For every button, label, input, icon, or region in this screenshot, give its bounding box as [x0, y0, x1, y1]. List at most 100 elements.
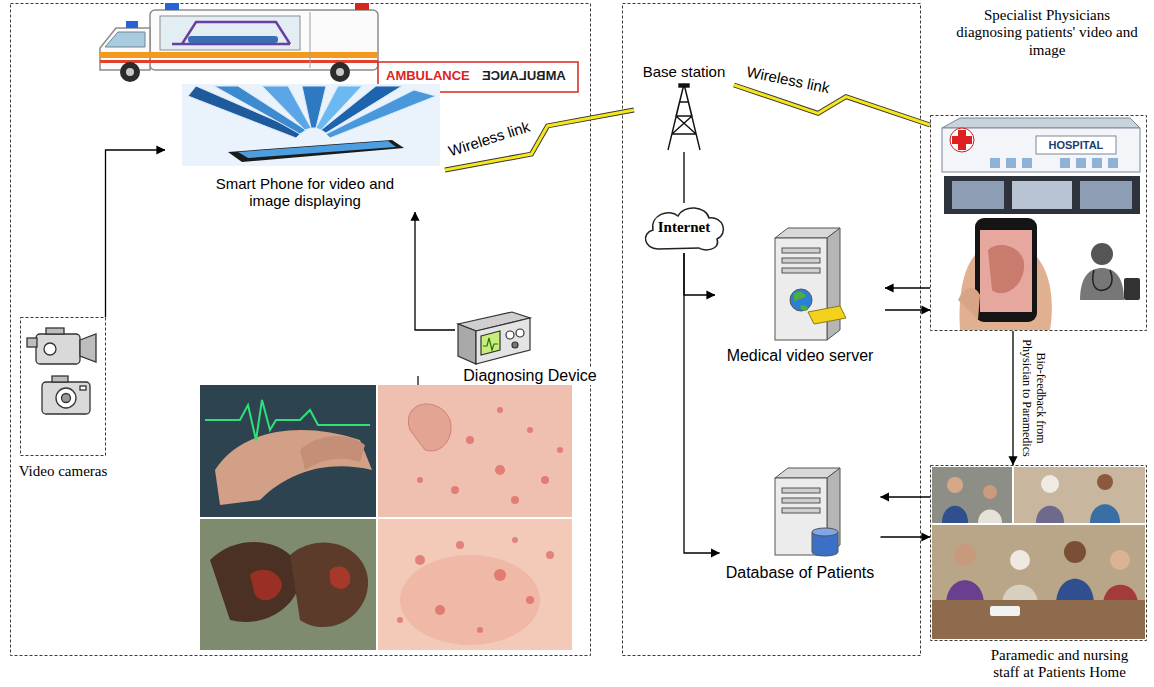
- photo-camera-icon: [42, 382, 90, 414]
- patient-photo: [215, 430, 372, 505]
- connector-line: [885, 309, 930, 310]
- ambulance-illustration: [100, 52, 378, 58]
- patient-photo: [397, 537, 554, 633]
- patient-photo: [210, 542, 300, 622]
- wireless-link-outline: [734, 85, 930, 125]
- ambulance-illustration: [188, 36, 278, 43]
- ambulance-illustration: [160, 16, 300, 50]
- node-label: Video cameras: [17, 463, 110, 480]
- ambulance-illustration: [355, 3, 369, 10]
- panel-frame: [11, 4, 1147, 656]
- node-label: Medical video server: [725, 347, 876, 365]
- home-care-photos: [954, 544, 976, 566]
- home-care-photos: [947, 477, 963, 493]
- phone-in-hand: [958, 288, 980, 320]
- ambulance-illustration: [100, 3, 578, 92]
- connector-arrow: [415, 212, 455, 330]
- video-camera-icon: [46, 328, 64, 334]
- home-care-photos: [978, 510, 1002, 524]
- photo-camera-icon: [80, 386, 86, 390]
- ambulance-illustration: [100, 60, 378, 63]
- photo-camera-icon: [52, 376, 68, 382]
- connector-line: [684, 253, 715, 295]
- home-care-photos: [1041, 475, 1059, 493]
- panel-frame: [931, 466, 1147, 641]
- patient-photo: [200, 385, 572, 650]
- hospital-illustration: [942, 118, 1140, 128]
- edge-label: Bio-feedback from Physician to Paramedic…: [1019, 331, 1047, 465]
- wireless-link: [734, 85, 930, 125]
- base-station-tower: [668, 84, 700, 150]
- patient-photo: [397, 617, 403, 623]
- node-label: Paramedic and nursing staff at Patients …: [975, 647, 1144, 682]
- edge-label: Wireless link: [445, 117, 534, 160]
- connector-arrow: [684, 253, 715, 295]
- patient-photo: [200, 385, 376, 517]
- home-care-photos: [932, 525, 1145, 639]
- server-icon: [775, 228, 846, 340]
- patient-photo: [541, 476, 549, 484]
- home-care-photos: [932, 600, 1145, 639]
- smartphone-node: Smart Phone for video and image displayi…: [165, 80, 445, 212]
- panel-frame: [931, 116, 1147, 331]
- photo-camera-icon: [42, 376, 90, 414]
- patient-photo: [497, 407, 503, 413]
- home-care-photos: [932, 467, 1145, 639]
- patient-photo: [512, 537, 518, 543]
- hospital-illustration: [1022, 158, 1032, 168]
- patient-photo: [378, 385, 572, 517]
- patient-photo: [330, 566, 350, 588]
- hospital-illustration: [1012, 181, 1072, 209]
- server-node: Medical video server: [715, 222, 885, 368]
- phone-in-hand: [958, 218, 1052, 330]
- server-icon: [782, 258, 820, 263]
- patient-photo: [526, 596, 534, 604]
- doctor-icon: [1080, 243, 1140, 300]
- ambulance-illustration: [330, 62, 350, 82]
- phone-in-hand: [988, 245, 1024, 293]
- video-camera-icon: [44, 343, 56, 355]
- internet-cloud: Internet: [640, 203, 728, 253]
- connector-arrow: [684, 253, 720, 553]
- smartphone-illustration: [238, 141, 396, 158]
- server-icon: [808, 306, 846, 324]
- video-camera-icon: [80, 334, 96, 362]
- server-icon: [775, 238, 827, 340]
- node-label: Diagnosing Device: [461, 367, 598, 385]
- edge-label: Wireless link: [743, 62, 833, 97]
- patient-photo: [435, 605, 445, 615]
- patient-photo: [546, 551, 554, 559]
- patient-photo: [477, 627, 483, 633]
- vehicle-lettering: AMBULANCE: [386, 69, 470, 84]
- server-icon: [827, 228, 840, 340]
- hospital-illustration: [1108, 158, 1118, 168]
- ambulance-illustration: [172, 22, 290, 44]
- connector-line: [684, 253, 720, 553]
- home-care-photos: [1110, 550, 1130, 570]
- node-label: Database of Patients: [724, 564, 877, 582]
- hospital-illustration: [1092, 158, 1102, 168]
- home-care-photos: [1097, 474, 1113, 490]
- doctor-icon: [1124, 278, 1140, 300]
- hospital-illustration: [1060, 158, 1070, 168]
- hospital-illustration: [1006, 158, 1016, 168]
- home-care-photos: [932, 467, 1012, 523]
- phone-in-hand: [975, 218, 1037, 322]
- hospital-illustration: [1080, 181, 1132, 209]
- paramedic-box: Paramedic and nursing staff at Patients …: [930, 465, 1147, 684]
- patient-photo: [511, 496, 519, 504]
- patient-photo: [408, 404, 451, 451]
- connector-arrow: [106, 150, 166, 317]
- ambulance-illustration: [126, 21, 138, 28]
- smartphone-illustration: [188, 86, 436, 138]
- device-lead: [417, 376, 418, 385]
- panel-frame: [11, 4, 591, 656]
- base-station-tower: [679, 84, 689, 87]
- patient-photo: [378, 519, 572, 650]
- smartphone-illustration: [182, 84, 440, 166]
- cloud-outline: [640, 203, 728, 253]
- connector-line: [683, 152, 684, 203]
